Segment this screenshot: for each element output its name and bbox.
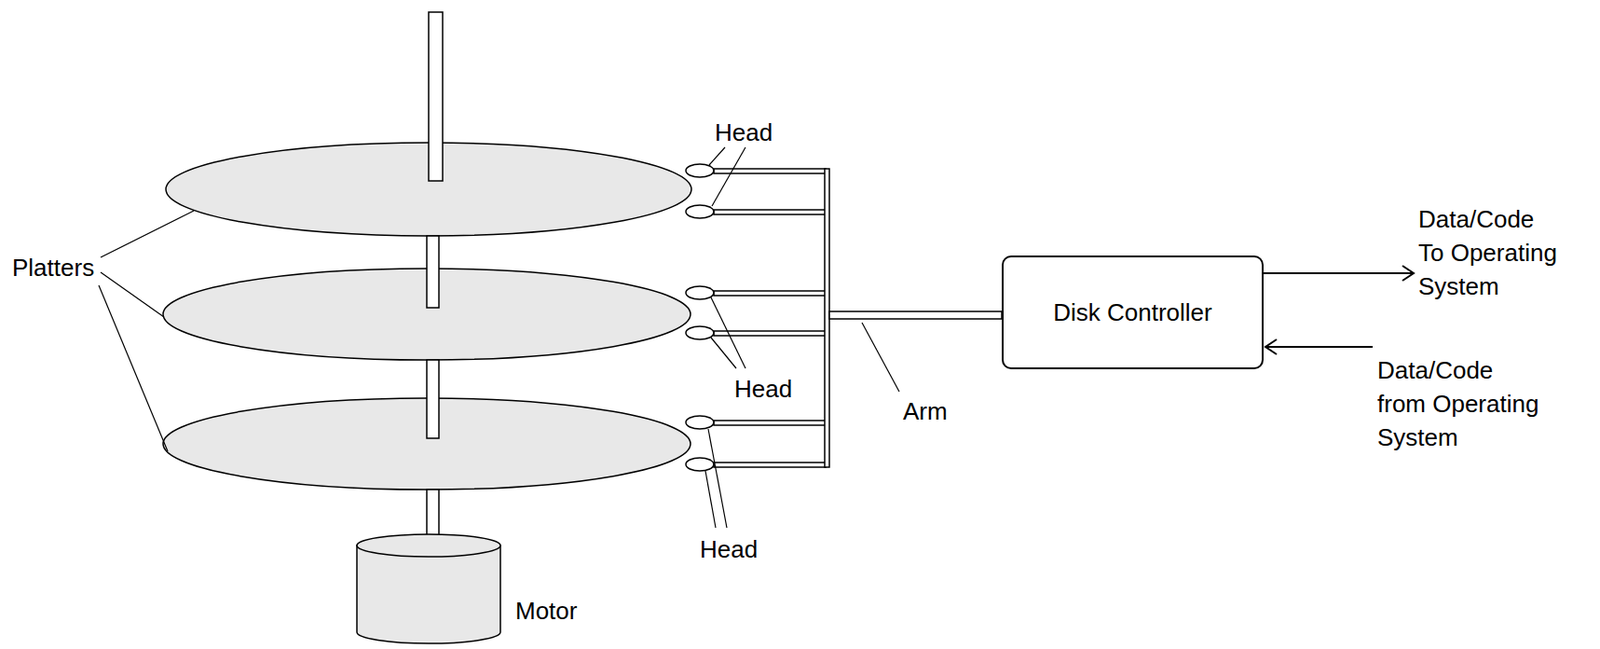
head bbox=[685, 286, 714, 300]
output-arrow bbox=[1263, 272, 1414, 274]
leader-line bbox=[98, 285, 168, 452]
motor-top bbox=[356, 533, 501, 557]
leader-line bbox=[861, 322, 900, 392]
leader-line bbox=[708, 428, 727, 528]
leader-line bbox=[100, 210, 194, 258]
leader-line bbox=[711, 147, 746, 206]
head-arm bbox=[713, 420, 826, 425]
box-title: Disk Controller bbox=[1052, 298, 1213, 328]
head-arm bbox=[713, 462, 826, 467]
leader-line bbox=[709, 147, 725, 165]
head-arm bbox=[713, 209, 826, 215]
leader-line bbox=[711, 337, 737, 369]
part-label: Platters bbox=[12, 250, 95, 285]
part-label: Arm bbox=[902, 394, 948, 428]
spindle bbox=[426, 359, 439, 438]
head bbox=[685, 415, 714, 429]
arrowhead bbox=[1402, 265, 1414, 281]
spindle bbox=[428, 12, 443, 181]
spindle bbox=[426, 235, 439, 308]
leader-line bbox=[100, 272, 165, 317]
motor-body bbox=[356, 545, 501, 643]
part-label: Data/Code from Operating System bbox=[1377, 353, 1544, 454]
leader-line bbox=[711, 297, 746, 369]
part-label: Data/Code To Operating System bbox=[1418, 202, 1565, 303]
arm bbox=[829, 311, 1002, 319]
leader-line bbox=[705, 470, 716, 528]
part-label: Head bbox=[734, 371, 793, 406]
input-arrow bbox=[1265, 345, 1373, 348]
arrowhead bbox=[1265, 339, 1277, 355]
head bbox=[685, 457, 714, 471]
head-arm bbox=[713, 330, 826, 336]
part-label: Motor bbox=[515, 593, 577, 628]
head bbox=[685, 205, 714, 219]
part-label: Head bbox=[714, 115, 773, 150]
head-arm bbox=[713, 290, 826, 296]
head bbox=[685, 326, 714, 340]
head bbox=[685, 164, 714, 178]
part-label: Head bbox=[699, 532, 758, 566]
controller-box: Disk Controller bbox=[1001, 255, 1264, 370]
